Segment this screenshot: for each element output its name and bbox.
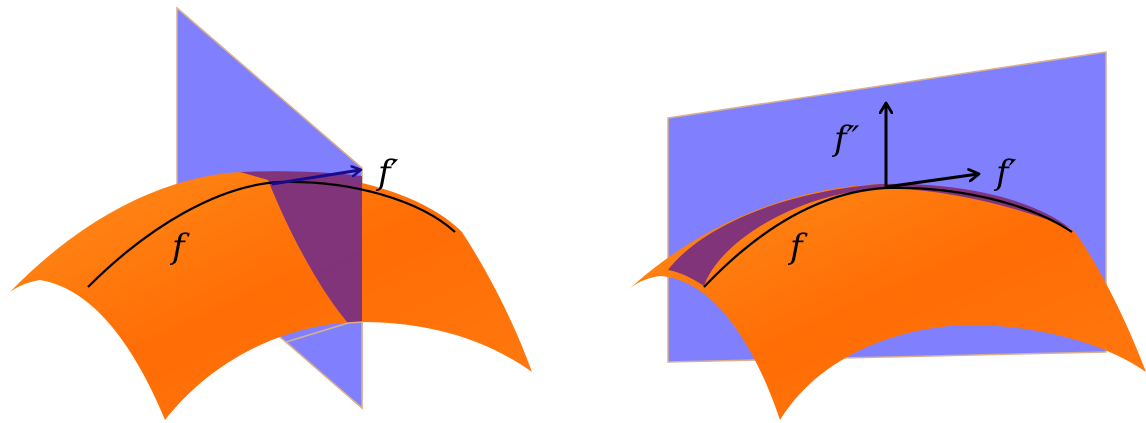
left-overlap-region	[240, 171, 362, 323]
left-normal-plane-front	[284, 321, 363, 410]
left-surface	[10, 171, 532, 420]
right-tangent-arrow	[885, 174, 978, 189]
left-tangent-arrow	[271, 170, 360, 186]
right-panel: f f′ f″	[626, 51, 1146, 420]
right-normal-label: f″	[831, 119, 860, 159]
right-curve-f	[703, 186, 1073, 288]
right-surface	[626, 183, 1146, 420]
right-tangent-label: f′	[993, 153, 1017, 193]
right-overlap-region	[668, 183, 1070, 286]
left-panel: f f′	[10, 6, 532, 420]
left-tangent-label: f′	[375, 153, 399, 193]
